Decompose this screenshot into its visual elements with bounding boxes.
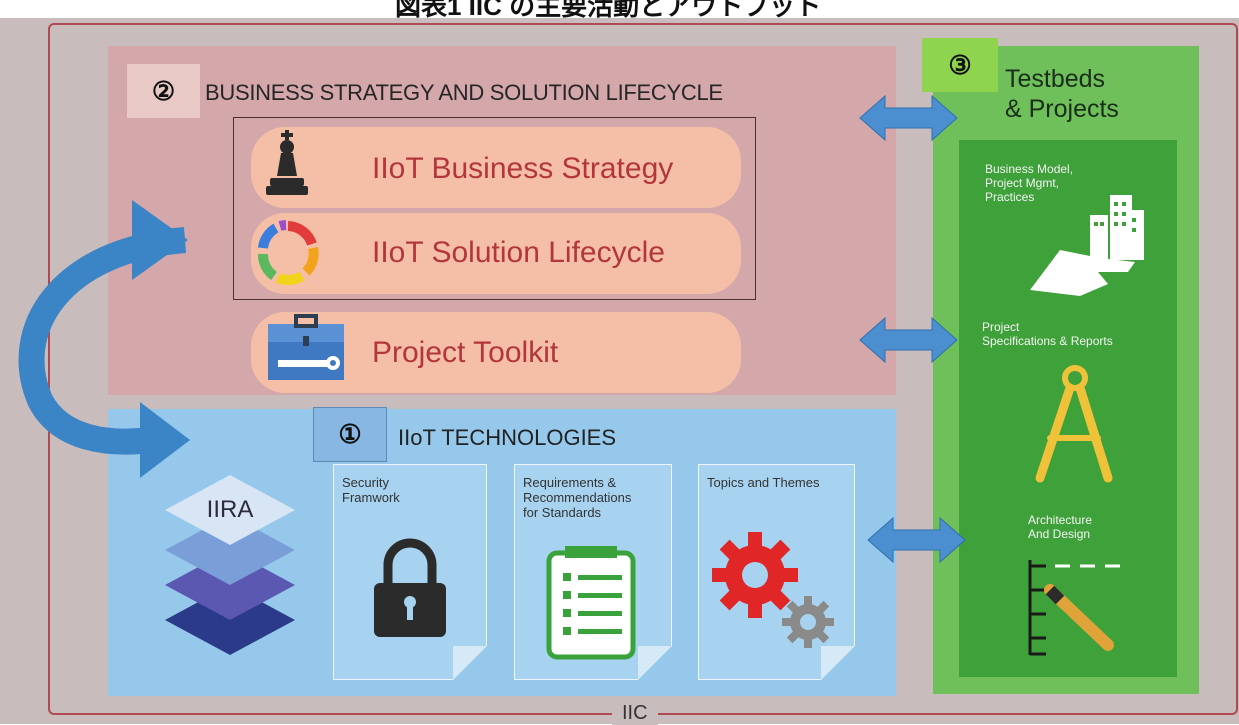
iira-label: IIRA (207, 496, 254, 523)
iiot-technologies-title: IIoT TECHNOLOGIES (398, 425, 617, 450)
curved-arrow-icon (18, 200, 190, 478)
architecture-design-label: Architecture And Design (1028, 513, 1093, 541)
cycle-arrows-icon (258, 220, 319, 285)
business-strategy-title: BUSINESS STRATEGY AND SOLUTION LIFECYCLE (205, 80, 723, 105)
checklist-icon (546, 546, 636, 660)
doc-fold (821, 646, 855, 680)
security-framework-doc: Security Framwork (333, 464, 487, 680)
iic-label: IIC (612, 702, 658, 725)
requirements-label: Requirements & Recommendations for Stand… (523, 475, 632, 520)
compass-icon (1035, 365, 1113, 483)
testbeds-title: Testbeds & Projects (1005, 65, 1119, 123)
chess-king-icon (266, 130, 308, 195)
iira-stack-icon (165, 475, 295, 655)
business-strategy-label: IIoT Business Strategy (372, 152, 674, 185)
solution-lifecycle-pill (251, 213, 741, 294)
double-arrow-icon (867, 516, 966, 564)
badge-1: ① (313, 407, 387, 462)
badge-2: ② (127, 64, 200, 118)
doc-fold (453, 646, 487, 680)
business-strategy-pill (251, 127, 741, 208)
project-specs-label: Project Specifications & Reports (982, 320, 1113, 348)
figure-title: 図表1 IIC の主要活動とアウトプット (395, 0, 822, 21)
double-arrow-icon (859, 316, 958, 364)
project-toolkit-label: Project Toolkit (372, 336, 559, 369)
double-arrow-icon (859, 94, 958, 142)
topics-themes-label: Topics and Themes (707, 475, 820, 490)
gears-icon (712, 532, 834, 648)
ruler-pencil-icon (1028, 560, 1120, 656)
toolbox-icon (268, 314, 344, 380)
padlock-icon (374, 538, 446, 637)
doc-fold (638, 646, 672, 680)
security-framework-label: Security Framwork (342, 475, 400, 505)
badge-3: ③ (922, 38, 998, 92)
strategy-lifecycle-box (233, 117, 756, 300)
hand-buildings-icon (1030, 195, 1144, 296)
solution-lifecycle-label: IIoT Solution Lifecycle (372, 236, 665, 269)
business-model-label: Business Model, Project Mgmt, Practices (985, 162, 1074, 204)
